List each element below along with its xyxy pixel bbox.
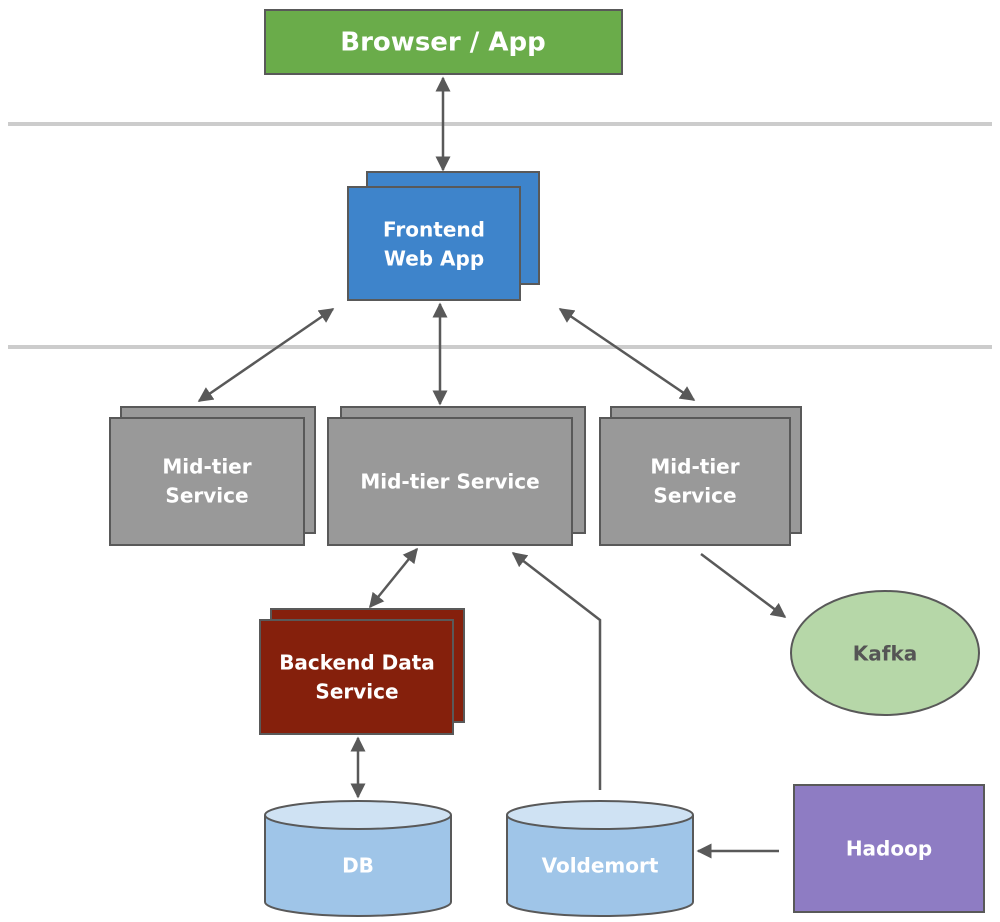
- midtier-right-box: [599, 417, 791, 546]
- backend-label-line2: Service: [315, 680, 398, 704]
- midtier-left-node: Mid-tier Service: [109, 406, 316, 546]
- kafka-ellipse: [790, 590, 980, 716]
- midtier-center-node: Mid-tier Service: [327, 406, 586, 546]
- db-cylinder-top: [264, 800, 452, 830]
- voldemort-node: Voldemort: [506, 800, 694, 917]
- edge-voldemort-midtier-center: [511, 552, 602, 790]
- browser-label: Browser / App: [340, 28, 545, 58]
- voldemort-cylinder-body: [506, 815, 694, 917]
- midtier-center-box: [327, 417, 573, 546]
- frontend-box: [347, 186, 521, 301]
- frontend-node: Frontend Web App: [347, 171, 540, 301]
- voldemort-cylinder-top: [506, 800, 694, 830]
- kafka-label: Kafka: [853, 642, 918, 666]
- midtier-right-node: Mid-tier Service: [599, 406, 802, 546]
- browser-node: Browser / App: [264, 9, 623, 75]
- db-node: DB: [264, 800, 452, 917]
- backend-node: Backend Data Service: [259, 608, 465, 735]
- midtier-left-label-line1: Mid-tier: [162, 455, 251, 479]
- edge-frontend-midtier-right: [558, 307, 696, 402]
- edge-frontend-midtier-left: [197, 307, 335, 403]
- edge-midtier-center-backend: [369, 547, 418, 609]
- midtier-right-label-line2: Service: [653, 484, 736, 508]
- hadoop-label: Hadoop: [846, 837, 932, 861]
- db-label: DB: [342, 854, 374, 878]
- browser-box: [264, 9, 623, 75]
- kafka-node: Kafka: [790, 590, 980, 716]
- hadoop-node: Hadoop: [793, 784, 985, 913]
- edge-midtier-right-kafka: [700, 553, 787, 618]
- backend-box: [259, 619, 454, 735]
- db-cylinder-body: [264, 815, 452, 917]
- midtier-left-box: [109, 417, 305, 546]
- backend-label-line1: Backend Data: [279, 651, 435, 675]
- midtier-left-label-line2: Service: [165, 484, 248, 508]
- hadoop-box: [793, 784, 985, 913]
- frontend-label-line1: Frontend: [383, 218, 485, 242]
- midtier-right-label-line1: Mid-tier: [650, 455, 739, 479]
- midtier-center-label: Mid-tier Service: [360, 470, 539, 494]
- voldemort-label: Voldemort: [542, 854, 659, 878]
- frontend-label-line2: Web App: [384, 247, 484, 271]
